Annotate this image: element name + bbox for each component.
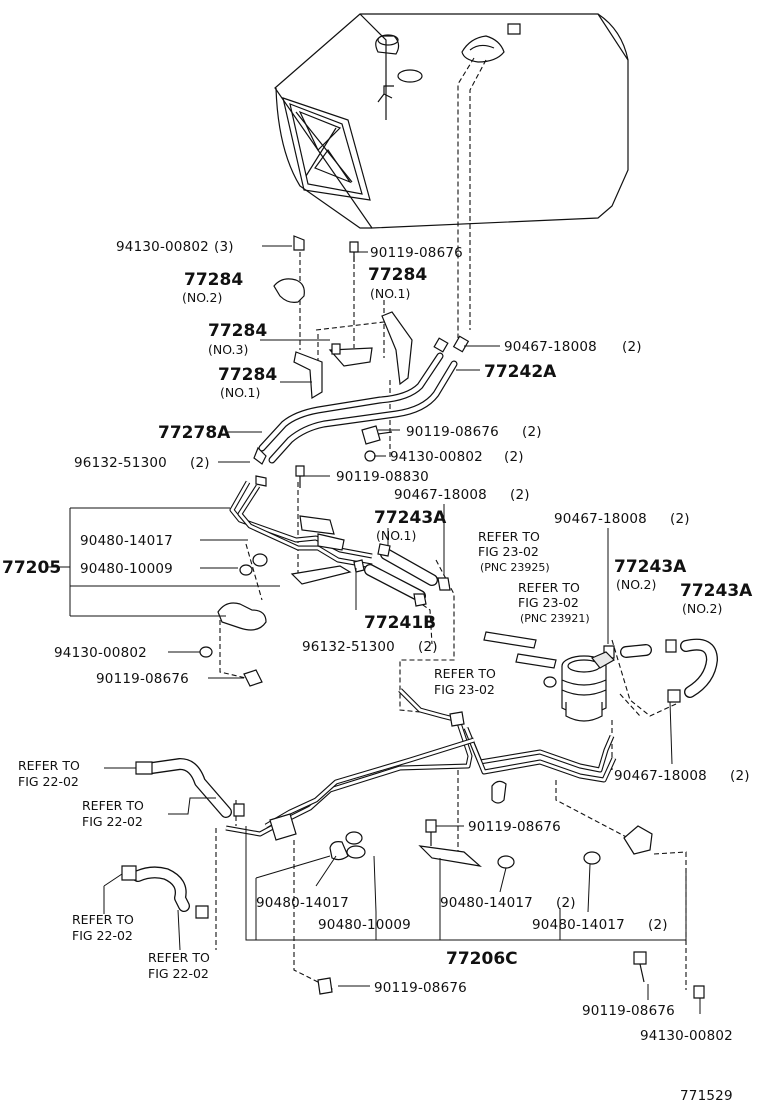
tank-brackets[interactable] <box>273 235 413 400</box>
label-90119-08676-c[interactable]: 90119-08676 <box>468 819 561 835</box>
label-77243a-no2-a[interactable]: 77243A <box>614 557 687 577</box>
label-90119-08676-d[interactable]: 90119-08676 <box>374 980 467 996</box>
middle-pipe-assembly[interactable] <box>199 425 393 687</box>
figure-code: 771529 <box>680 1088 733 1104</box>
refer-fig-22-02-d-l2[interactable]: FIG 22-02 <box>148 966 209 981</box>
label-90467-18008-2-a[interactable]: 90467-18008 <box>504 339 597 355</box>
label-90467-18008-2-c-qty: (2) <box>670 511 690 527</box>
label-90119-08676-2[interactable]: 90119-08676 <box>406 424 499 440</box>
label-90119-08830[interactable]: 90119-08830 <box>336 469 429 485</box>
short-hoses[interactable] <box>353 543 718 703</box>
label-96132-51300-2-b-qty: (2) <box>418 639 438 655</box>
refer-fig-23-02-pnc23925-l1[interactable]: REFER TO <box>478 529 540 544</box>
label-90480-14017-b[interactable]: 90480-14017 <box>256 895 349 911</box>
label-77284-no1-a-sub: (NO.1) <box>370 286 410 301</box>
label-77243a-no1-sub: (NO.1) <box>376 528 416 543</box>
dashed-leaders <box>215 57 687 991</box>
label-96132-51300-2-b[interactable]: 96132-51300 <box>302 639 395 655</box>
fuel-filter[interactable] <box>483 631 615 722</box>
refer-fig-22-02-a-l1[interactable]: REFER TO <box>18 758 80 773</box>
label-77278a[interactable]: 77278A <box>158 423 231 443</box>
label-90467-18008-2-d-qty: (2) <box>730 768 750 784</box>
label-96132-51300-2-a[interactable]: 96132-51300 <box>74 455 167 471</box>
label-90467-18008-2-a-qty: (2) <box>622 339 642 355</box>
refer-fig-23-02-l2[interactable]: FIG 23-02 <box>434 682 495 697</box>
label-77284-no2[interactable]: 77284 <box>184 270 243 290</box>
refer-fig-23-02-pnc23921-l3: (PNC 23921) <box>520 612 590 625</box>
refer-fig-23-02-pnc23921-l2[interactable]: FIG 23-02 <box>518 595 579 610</box>
label-94130-00802-3-qty: (3) <box>214 239 234 255</box>
label-77243a-no2-b[interactable]: 77243A <box>680 581 753 601</box>
label-90467-18008-2-b-qty: (2) <box>510 487 530 503</box>
label-90467-18008-2-b[interactable]: 90467-18008 <box>394 487 487 503</box>
label-90480-10009-b[interactable]: 90480-10009 <box>318 917 411 933</box>
leader-lines <box>46 245 701 1014</box>
label-90480-14017-2-b[interactable]: 90480-14017 <box>532 917 625 933</box>
lower-pipe-assembly[interactable] <box>225 688 705 999</box>
part-labels: 94130-00802 (3) 90119-08676 77284 (NO.2)… <box>2 239 753 1044</box>
refer-fig-22-02-c-l2[interactable]: FIG 22-02 <box>72 928 133 943</box>
refer-fig-22-02-c-l1[interactable]: REFER TO <box>72 912 134 927</box>
label-96132-51300-2-a-qty: (2) <box>190 455 210 471</box>
label-77243a-no2-a-sub: (NO.2) <box>616 577 656 592</box>
label-77241b[interactable]: 77241B <box>364 613 436 633</box>
label-90467-18008-2-c[interactable]: 90467-18008 <box>554 511 647 527</box>
refer-fig-22-02-b-l2[interactable]: FIG 22-02 <box>82 814 143 829</box>
label-77284-no1-b[interactable]: 77284 <box>218 365 277 385</box>
label-94130-00802-a[interactable]: 94130-00802 <box>54 645 147 661</box>
label-77205[interactable]: 77205 <box>2 558 61 578</box>
refer-fig-22-02-d-l1[interactable]: REFER TO <box>148 950 210 965</box>
label-90480-14017-2-a-qty: (2) <box>556 895 576 911</box>
label-77243a-no1[interactable]: 77243A <box>374 508 447 528</box>
refer-fig-23-02-pnc23921-l1[interactable]: REFER TO <box>518 580 580 595</box>
label-90119-08676-2-qty: (2) <box>522 424 542 440</box>
refer-fig-23-02-pnc23925-l3: (PNC 23925) <box>480 561 550 574</box>
label-90480-14017-2-a[interactable]: 90480-14017 <box>440 895 533 911</box>
refer-fig-22-02-a-l2[interactable]: FIG 22-02 <box>18 774 79 789</box>
refer-labels: REFER TO FIG 23-02 (PNC 23925) REFER TO … <box>18 529 590 981</box>
label-77206c[interactable]: 77206C <box>446 949 518 969</box>
label-77242a[interactable]: 77242A <box>484 362 557 382</box>
label-77284-no2-sub: (NO.2) <box>182 290 222 305</box>
label-77243a-no2-b-sub: (NO.2) <box>682 601 722 616</box>
label-90119-08676-b[interactable]: 90119-08676 <box>96 671 189 687</box>
fuel-tank[interactable] <box>274 13 629 229</box>
label-77284-no3[interactable]: 77284 <box>208 321 267 341</box>
refer-fig-22-02-b-l1[interactable]: REFER TO <box>82 798 144 813</box>
label-77284-no1-a[interactable]: 77284 <box>368 265 427 285</box>
label-77284-no3-sub: (NO.3) <box>208 342 248 357</box>
label-94130-00802-2[interactable]: 94130-00802 <box>390 449 483 465</box>
label-94130-00802-b[interactable]: 94130-00802 <box>640 1028 733 1044</box>
refer-fig-23-02-l1[interactable]: REFER TO <box>434 666 496 681</box>
label-90119-08676-e[interactable]: 90119-08676 <box>582 1003 675 1019</box>
label-90467-18008-2-d[interactable]: 90467-18008 <box>614 768 707 784</box>
upper-fuel-pipes[interactable] <box>258 335 470 464</box>
label-94130-00802-2-qty: (2) <box>504 449 524 465</box>
label-77284-no1-b-sub: (NO.1) <box>220 385 260 400</box>
left-hoses[interactable] <box>121 758 245 919</box>
label-94130-00802-3[interactable]: 94130-00802 <box>116 239 209 255</box>
label-90119-08676-a[interactable]: 90119-08676 <box>370 245 463 261</box>
label-90480-14017-2-b-qty: (2) <box>648 917 668 933</box>
label-90480-10009-a[interactable]: 90480-10009 <box>80 561 173 577</box>
refer-fig-23-02-pnc23925-l2[interactable]: FIG 23-02 <box>478 544 539 559</box>
label-90480-14017-a[interactable]: 90480-14017 <box>80 533 173 549</box>
